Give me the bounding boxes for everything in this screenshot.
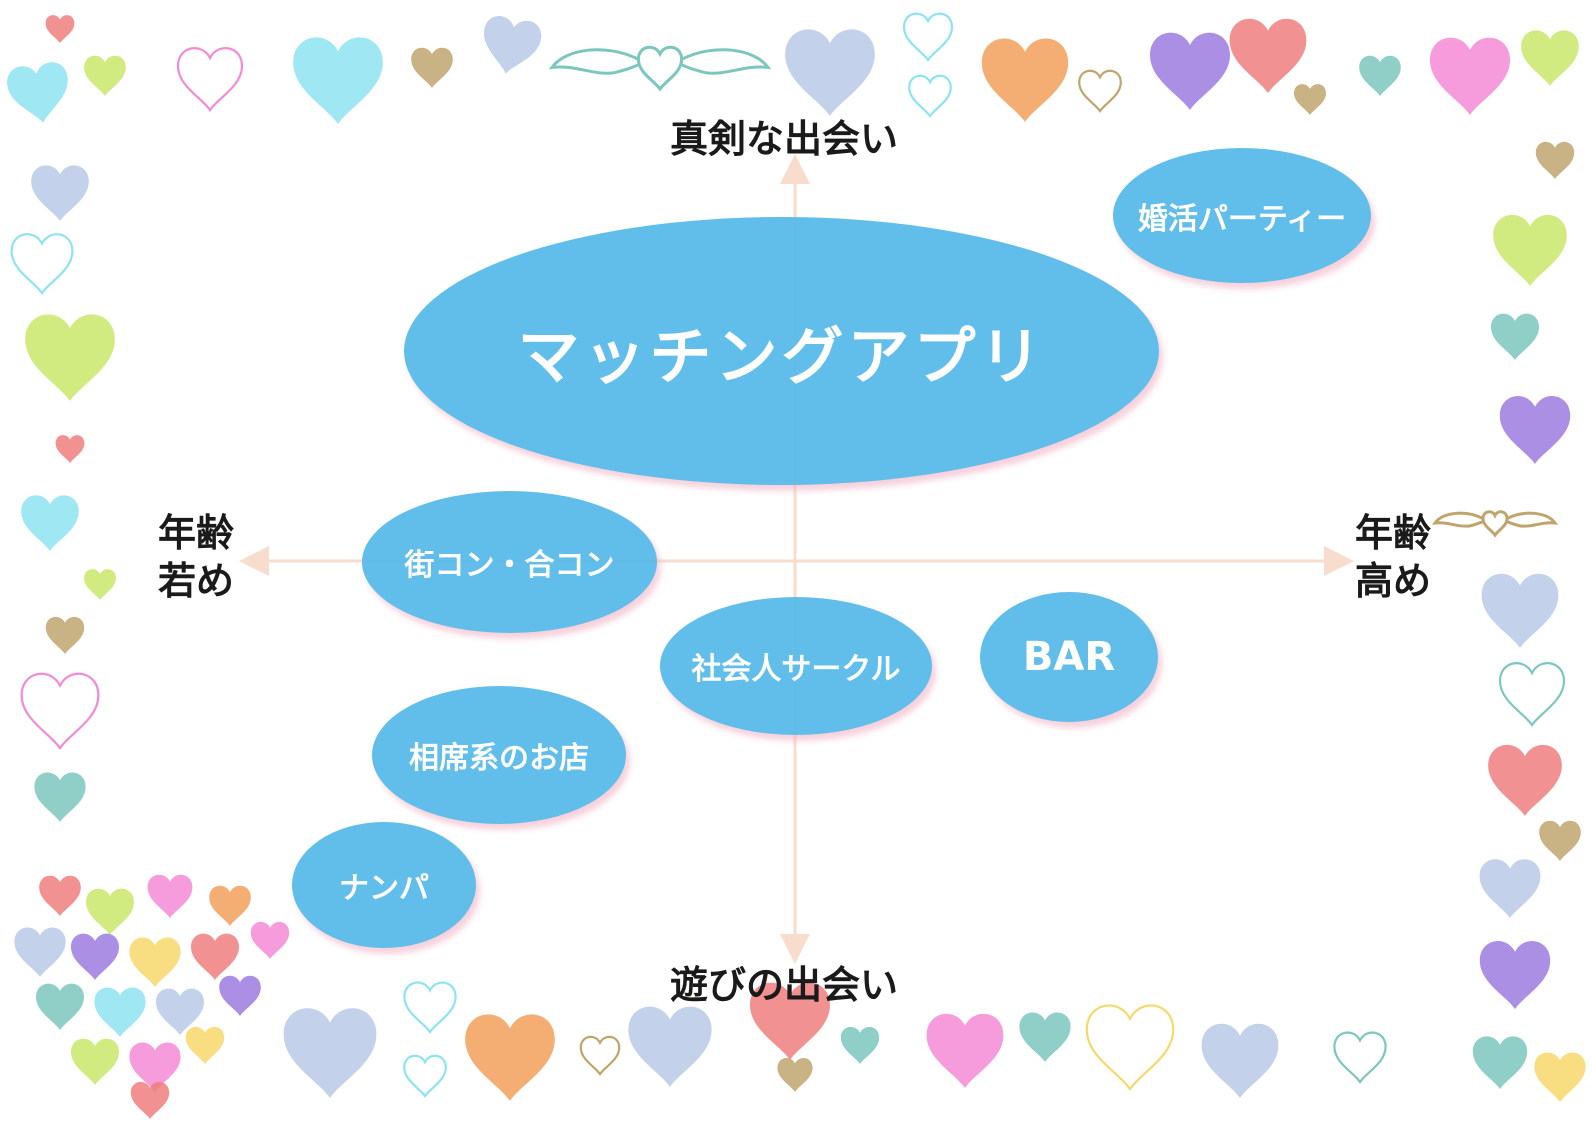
heart-icon	[185, 1026, 225, 1064]
heart-icon	[130, 1081, 170, 1119]
heart-icon	[777, 1057, 813, 1092]
axis-label-left-line2: 若め	[158, 558, 235, 603]
axis-label-left: 年齢 若め	[158, 510, 234, 605]
heart-icon	[1430, 37, 1510, 115]
heart-icon	[403, 1054, 447, 1098]
heart-icon	[84, 55, 126, 96]
bubble-shakaijin-circle-label: 社会人サークル	[691, 652, 901, 687]
heart-icon	[1481, 573, 1559, 648]
heart-icon	[579, 1035, 621, 1076]
heart-icon	[1499, 395, 1571, 464]
axis-label-right-line2: 高め	[1355, 558, 1432, 603]
heart-icon	[1078, 69, 1122, 113]
heart-icon	[1150, 32, 1230, 110]
heart-icon	[926, 1013, 1004, 1088]
heart-icon	[403, 981, 457, 1034]
heart-icon	[1333, 1031, 1387, 1084]
axis-label-right-line1: 年齢	[1355, 511, 1432, 555]
heart-icon	[31, 165, 89, 221]
heart-icon	[21, 495, 79, 551]
heart-icon	[1534, 1052, 1586, 1102]
heart-icon	[283, 1008, 377, 1098]
heart-icon	[14, 927, 66, 977]
axis-label-bottom: 遊びの出会い	[670, 963, 899, 1007]
heart-icon	[94, 987, 146, 1037]
heart-icon	[156, 988, 204, 1035]
heart-icon	[209, 885, 251, 926]
heart-icon	[1493, 214, 1567, 286]
heart-icon	[785, 29, 875, 116]
heart-icon	[465, 1014, 555, 1101]
heart-icon	[1229, 18, 1307, 93]
heart-icon	[36, 983, 84, 1030]
heart-icon	[25, 314, 115, 401]
heart-icon	[1521, 30, 1579, 86]
bubble-aiseki-shop-label: 相席系のお店	[409, 741, 589, 776]
heart-icon	[1535, 141, 1575, 179]
heart-icon	[45, 616, 85, 654]
bubble-bar-label: BAR	[1022, 634, 1116, 680]
bubble-machikon-goukon: 街コン・合コン	[362, 491, 657, 633]
bubble-matching-app-label: マッチングアプリ	[517, 320, 1046, 393]
heart-icon	[7, 62, 68, 123]
heart-icon	[750, 982, 830, 1060]
heart-icon	[1539, 820, 1581, 861]
heart-icon	[10, 233, 74, 295]
heart-icon	[39, 875, 81, 916]
bubble-konkatsu-party-label: 婚活パーティー	[1137, 201, 1347, 237]
heart-icon	[1472, 1036, 1528, 1089]
heart-icon	[219, 975, 261, 1016]
heart-icon	[484, 15, 542, 74]
heart-icon	[840, 1026, 880, 1064]
heart-icon	[129, 1042, 181, 1092]
bubble-nanpa-label: ナンパ	[339, 871, 429, 906]
heart-icon	[250, 921, 290, 959]
heart-icon	[981, 38, 1069, 122]
heart-icon	[628, 1006, 712, 1087]
heart-icon	[147, 874, 193, 918]
heart-icon	[1479, 859, 1541, 918]
heart-icon	[1479, 940, 1551, 1009]
bubble-shakaijin-circle: 社会人サークル	[660, 597, 932, 735]
heart-icon	[1498, 662, 1566, 727]
winged-heart-icon	[548, 45, 772, 92]
bubble-matching-app: マッチングアプリ	[404, 217, 1159, 485]
heart-icon	[293, 37, 383, 124]
bubble-bar: BAR	[980, 592, 1158, 722]
heart-icon	[34, 772, 86, 822]
heart-icon	[84, 569, 116, 600]
heart-icon	[86, 888, 134, 935]
bubble-aiseki-shop: 相席系のお店	[372, 686, 626, 824]
winged-heart-icon	[1431, 510, 1559, 538]
heart-icon	[176, 47, 244, 112]
bubble-konkatsu-party: 婚活パーティー	[1113, 148, 1371, 283]
bubble-machikon-goukon-label: 街コン・合コン	[404, 548, 615, 583]
heart-icon	[71, 1038, 119, 1085]
heart-icon	[411, 47, 453, 88]
heart-icon	[1294, 84, 1326, 115]
axis-label-right: 年齢 高め	[1355, 510, 1431, 605]
heart-icon	[1491, 313, 1539, 360]
heart-icon	[1488, 744, 1562, 816]
heart-icon	[1201, 1023, 1279, 1098]
heart-icon	[1085, 1004, 1175, 1091]
axis-label-top: 真剣な出会い	[670, 117, 899, 161]
heart-icon	[129, 937, 181, 987]
heart-icon	[902, 12, 954, 62]
heart-icon	[20, 672, 100, 750]
heart-icon	[55, 435, 85, 463]
heart-icon	[1359, 55, 1401, 96]
heart-icon	[45, 15, 75, 44]
heart-icon	[908, 74, 952, 118]
bubble-nanpa: ナンパ	[292, 822, 476, 948]
heart-icon	[71, 933, 119, 980]
axis-label-left-line1: 年齢	[158, 511, 235, 555]
heart-icon	[1019, 1012, 1071, 1062]
heart-icon	[191, 933, 239, 980]
